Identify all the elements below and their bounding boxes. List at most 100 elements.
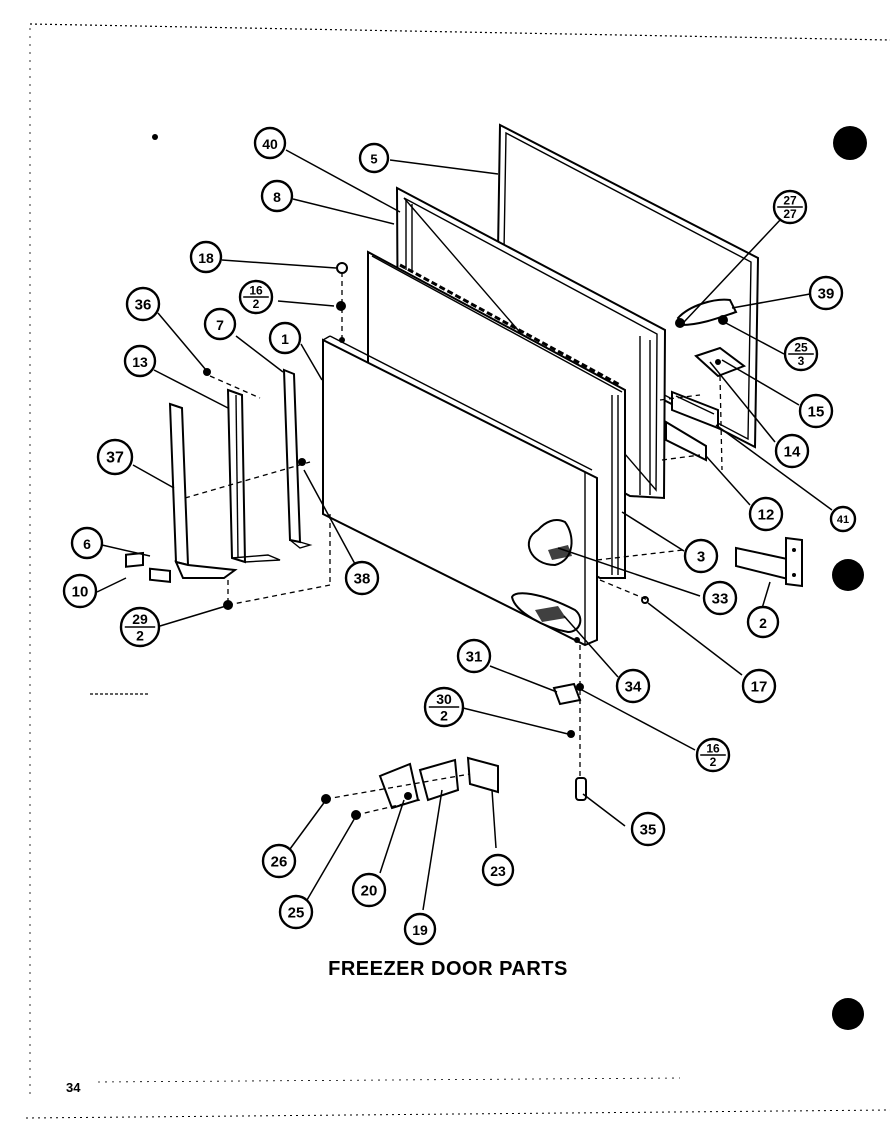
binder-hole-top — [833, 126, 867, 160]
callout-quantity: 2 — [440, 708, 448, 724]
callout-33: 33 — [702, 580, 738, 616]
callout-circle — [829, 505, 857, 533]
callout-circle — [278, 894, 314, 930]
callout-quantity: 3 — [798, 354, 805, 368]
callout-circle — [481, 853, 515, 887]
speck — [152, 134, 158, 140]
callout-circle — [253, 126, 287, 160]
callout-19: 19 — [403, 912, 437, 946]
callout-number: 6 — [83, 536, 91, 552]
callout-number: 23 — [490, 863, 506, 879]
callout-number: 5 — [370, 152, 377, 167]
callout-number: 12 — [758, 507, 775, 524]
callout-number: 17 — [751, 679, 768, 696]
callout-10: 10 — [62, 573, 98, 609]
part-13-bracket — [168, 402, 238, 579]
page-number: 34 — [66, 1080, 81, 1095]
callout-35: 35 — [630, 811, 666, 847]
callout-number: 34 — [625, 679, 642, 696]
callout-quantity: 2 — [253, 297, 260, 311]
callout-number: 31 — [466, 649, 483, 666]
leader-lines — [96, 149, 833, 911]
part-10-cap — [125, 551, 144, 568]
callout-number: 10 — [72, 584, 89, 601]
part-35-hinge-pin — [575, 777, 587, 801]
scan-edge-bottom — [25, 1109, 891, 1119]
callout-41: 41 — [829, 505, 857, 533]
callout-number: 25 — [288, 905, 305, 922]
callout-number: 39 — [818, 286, 835, 303]
callout-number: 1 — [281, 331, 289, 347]
callout-3: 3 — [683, 538, 719, 574]
callout-7: 7 — [203, 307, 237, 341]
scan-noise-bottom — [97, 1077, 681, 1083]
callout-18: 18 — [189, 240, 223, 274]
binder-hole-middle — [832, 559, 864, 591]
callout-14: 14 — [774, 433, 810, 469]
part-41-handle-block — [671, 390, 719, 430]
callout-circle — [203, 307, 237, 341]
callout-number: 40 — [262, 136, 278, 152]
callout-16-2: 162 — [238, 279, 274, 315]
part-12-rail — [665, 420, 707, 462]
scan-edge-top — [29, 23, 891, 41]
callout-26: 26 — [261, 843, 297, 879]
callout-number: 16 — [706, 741, 720, 755]
callout-number: 41 — [837, 514, 849, 526]
part-33-handle-top — [527, 519, 573, 567]
part-34-handle-bottom — [510, 592, 582, 634]
part-19-bracket — [418, 758, 460, 802]
callout-38: 38 — [344, 560, 380, 596]
callout-circle — [351, 872, 387, 908]
callout-number: 20 — [361, 883, 378, 900]
binder-hole-bottom — [832, 998, 864, 1030]
callout-37: 37 — [96, 438, 134, 476]
callout-31: 31 — [456, 638, 492, 674]
callout-circle — [123, 344, 157, 378]
callout-circle — [62, 573, 98, 609]
part-36-hinge-channel — [226, 388, 281, 564]
callout-6: 6 — [70, 526, 104, 560]
callout-34: 34 — [615, 668, 651, 704]
callout-circle — [798, 393, 834, 429]
callout-circle — [125, 286, 161, 322]
callout-circle — [741, 668, 777, 704]
callout-40: 40 — [253, 126, 287, 160]
callout-number: 30 — [436, 691, 452, 707]
callout-circle — [96, 438, 134, 476]
callout-number: 27 — [783, 193, 797, 207]
callout-circle — [702, 580, 738, 616]
callout-number: 33 — [712, 591, 729, 608]
callout-circle — [615, 668, 651, 704]
callout-23: 23 — [481, 853, 515, 887]
callout-circle — [344, 560, 380, 596]
callout-circle — [808, 275, 844, 311]
callout-group: 4058181623671133761029238272739253151412… — [62, 126, 857, 946]
callout-number: 3 — [697, 549, 705, 566]
callout-1: 1 — [268, 321, 302, 355]
callout-circle — [260, 179, 294, 213]
part-39-shelf-clip — [676, 298, 738, 327]
callout-2: 2 — [746, 605, 780, 639]
callout-quantity: 27 — [783, 207, 797, 221]
callout-number: 37 — [106, 450, 124, 467]
callout-number: 25 — [794, 340, 808, 354]
callout-number: 7 — [216, 317, 224, 333]
callout-12: 12 — [748, 496, 784, 532]
callout-17: 17 — [741, 668, 777, 704]
callout-circle — [189, 240, 223, 274]
callout-circle — [403, 912, 437, 946]
callout-39: 39 — [808, 275, 844, 311]
callout-circle — [268, 321, 302, 355]
callout-16-2: 162 — [695, 737, 731, 773]
callout-circle — [630, 811, 666, 847]
callout-number: 2 — [759, 615, 767, 631]
part-15-hinge-bracket — [694, 346, 747, 378]
callout-quantity: 2 — [136, 628, 144, 644]
callout-circle — [358, 142, 390, 174]
part-23-bracket — [466, 756, 499, 794]
callout-number: 29 — [132, 611, 148, 627]
callout-circle — [746, 605, 780, 639]
